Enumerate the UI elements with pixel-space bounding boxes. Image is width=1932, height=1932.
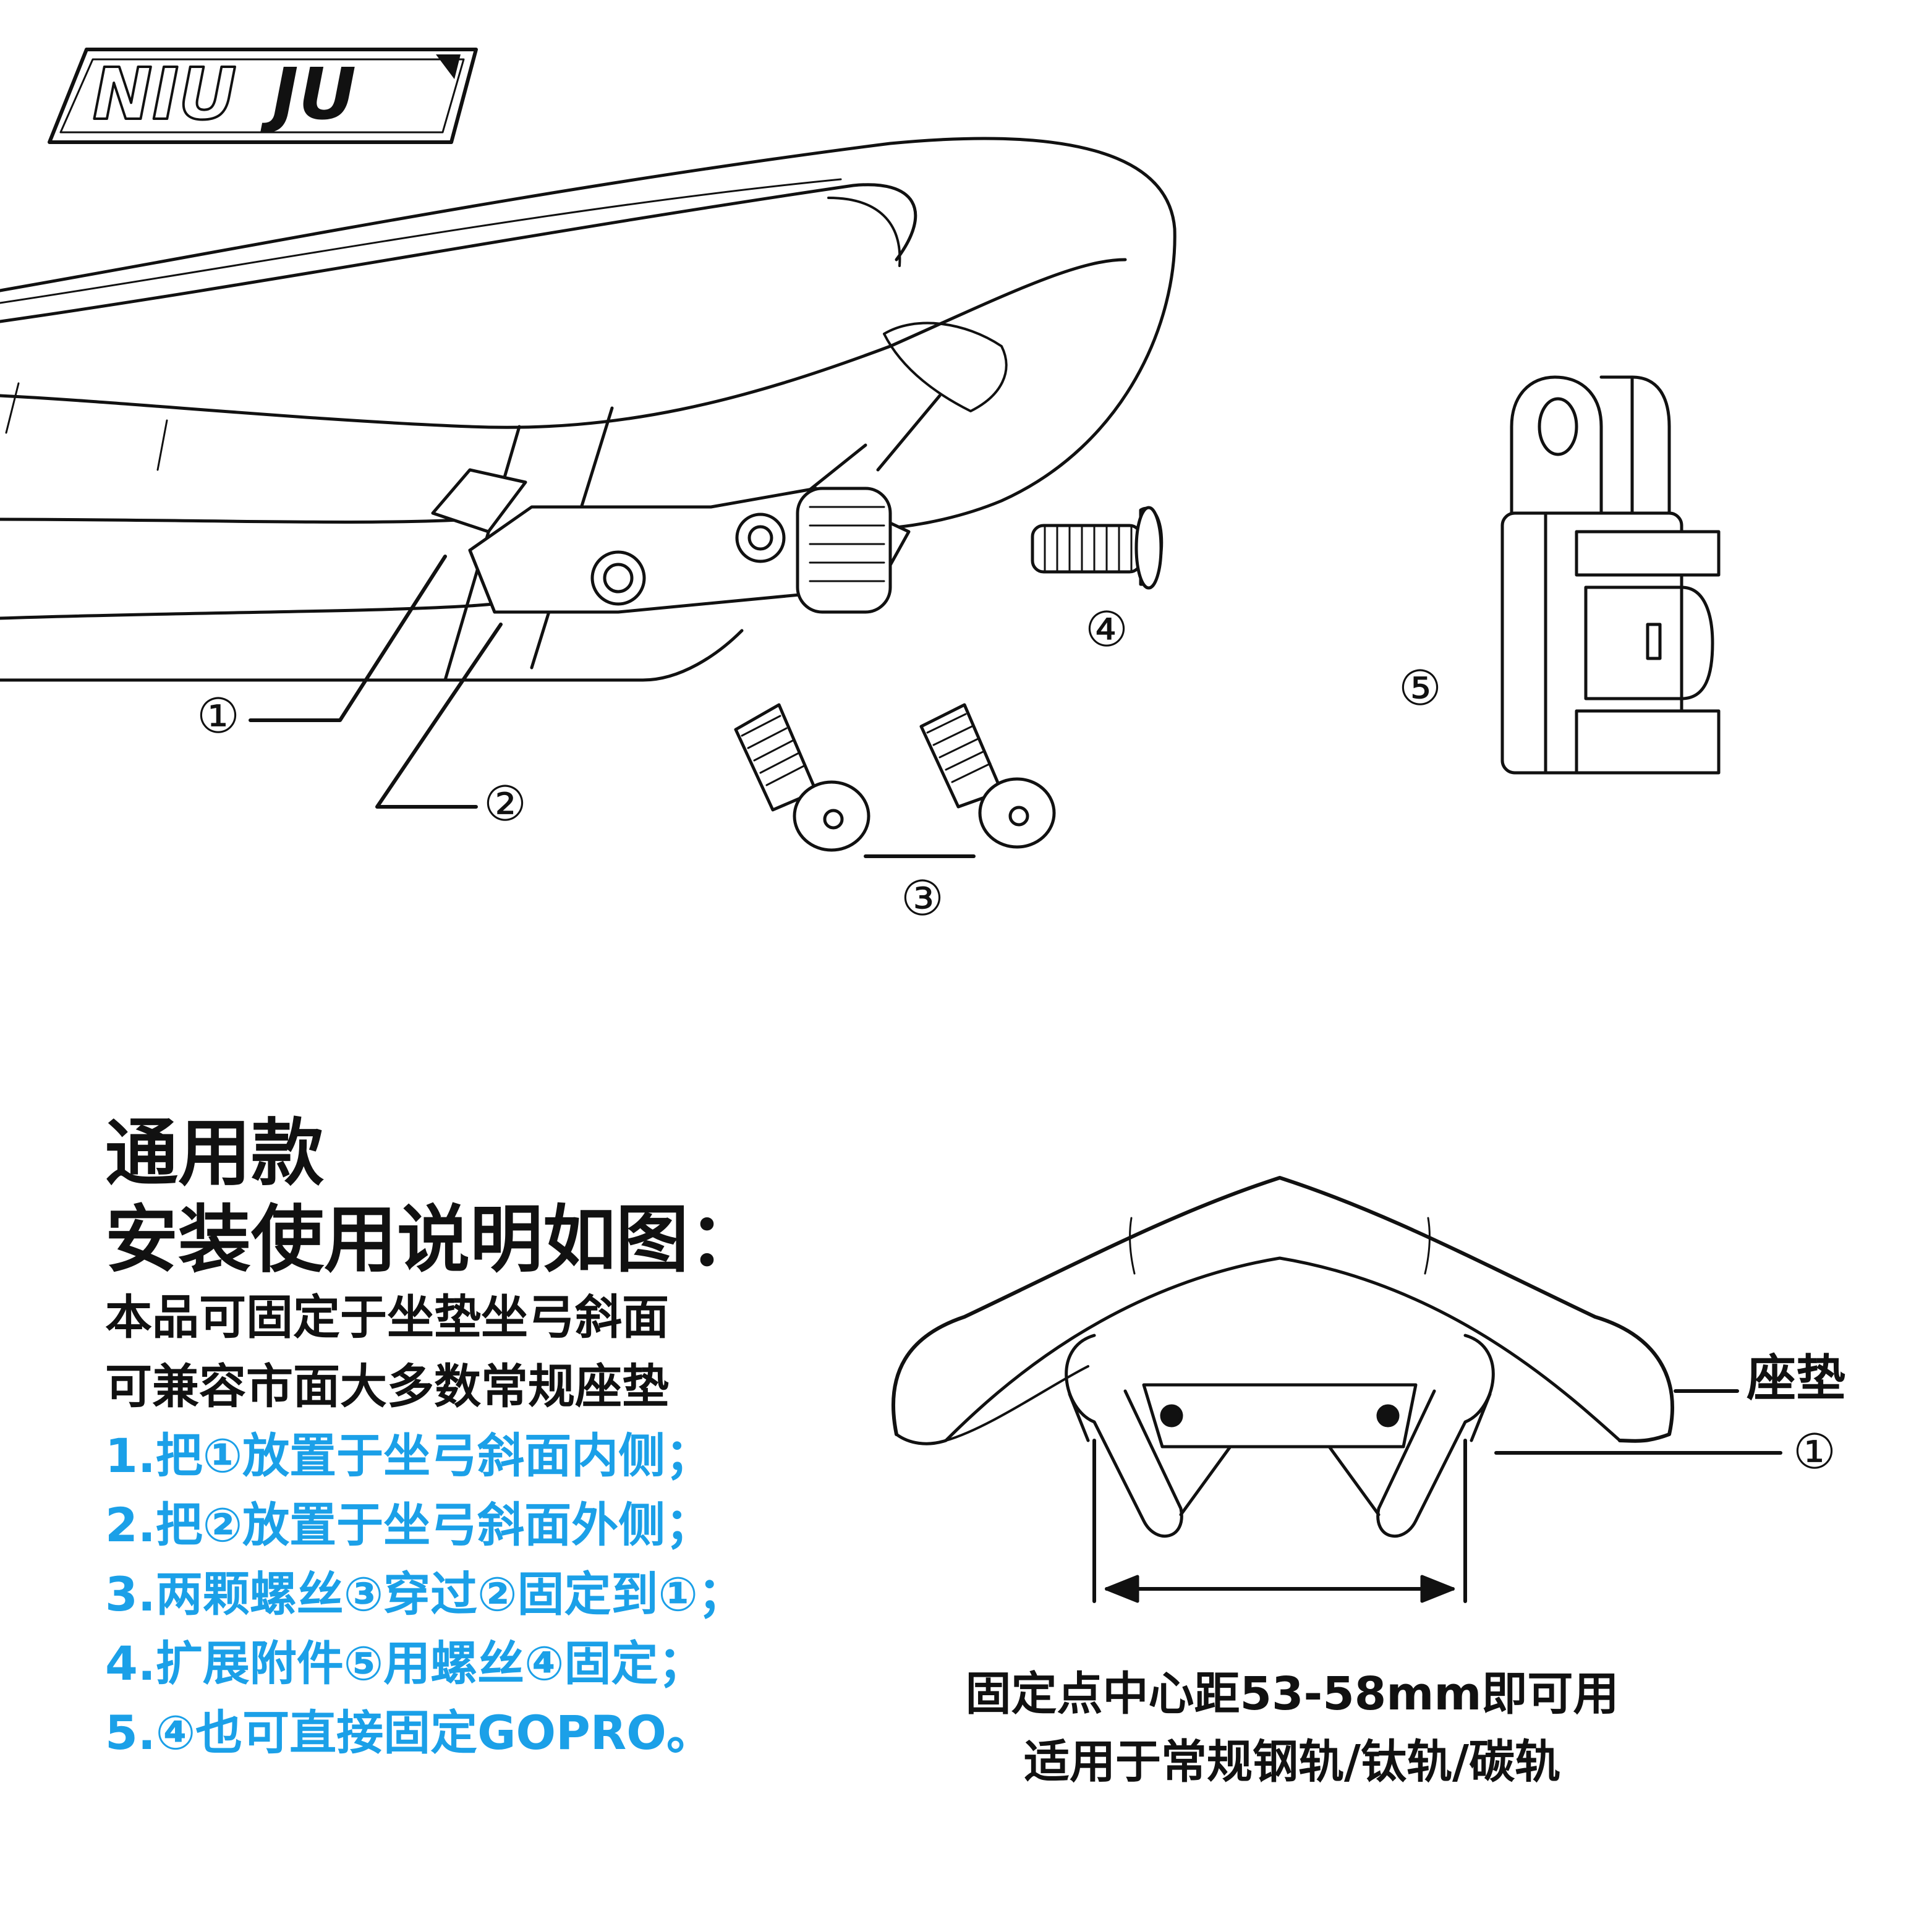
instructions-panel: 通用款 安装使用说明如图： 本品可固定于坐垫坐弓斜面 可兼容市面大多数常规座垫 … (105, 1110, 762, 1768)
instructions-desc-1: 本品可固定于坐垫坐弓斜面 (105, 1290, 669, 1345)
caption-line-1: 固定点中心距53-58mm即可用 (965, 1667, 1619, 1721)
saddle-label: 座垫 (1747, 1350, 1845, 1407)
caption: 固定点中心距53-58mm即可用 适用于常规钢轨/钛轨/碳轨 (915, 1660, 1669, 1796)
instructions-title: 通用款 (105, 1110, 325, 1196)
saddle-rear-view (891, 1176, 1782, 1603)
part-label-3: ③ (901, 871, 944, 927)
instructions-subtitle: 安装使用说明如图： (105, 1197, 762, 1282)
rail-mount-label: ① (1793, 1424, 1836, 1480)
instructions-step-2: 2.把②放置于坐弓斜面外侧； (105, 1497, 713, 1552)
screw-3a-illustration (734, 703, 870, 852)
svg-text:NIU: NIU (93, 53, 236, 136)
instructions-step-1: 1.把①放置于坐弓斜面内侧； (105, 1428, 713, 1483)
saddle-side-view (0, 137, 1177, 682)
part-label-4: ④ (1085, 602, 1128, 658)
instructions-desc-2: 可兼容市面大多数常规座垫 (105, 1359, 669, 1414)
caption-line-2: 适用于常规钢轨/钛轨/碳轨 (1023, 1735, 1561, 1789)
instructions-step-4: 4.扩展附件⑤用螺丝④固定； (105, 1636, 705, 1691)
leader-line-2 (375, 623, 503, 809)
svg-text:JU: JU (260, 53, 356, 136)
screw-3b-illustration (919, 703, 1056, 849)
accessory-5-illustration (1500, 375, 1721, 775)
part-label-5: ⑤ (1398, 661, 1442, 717)
part-label-1: ① (197, 689, 240, 744)
part-label-2: ② (483, 777, 527, 832)
screw-4-illustration (1031, 506, 1164, 590)
instructions-step-3: 3.两颗螺丝③穿过②固定到①； (105, 1567, 745, 1622)
niu-ju-logo: NIU JU (48, 48, 478, 144)
leader-line-1 (249, 555, 447, 722)
instructions-step-5: 5.④也可直接固定GOPRO。 (105, 1705, 713, 1760)
